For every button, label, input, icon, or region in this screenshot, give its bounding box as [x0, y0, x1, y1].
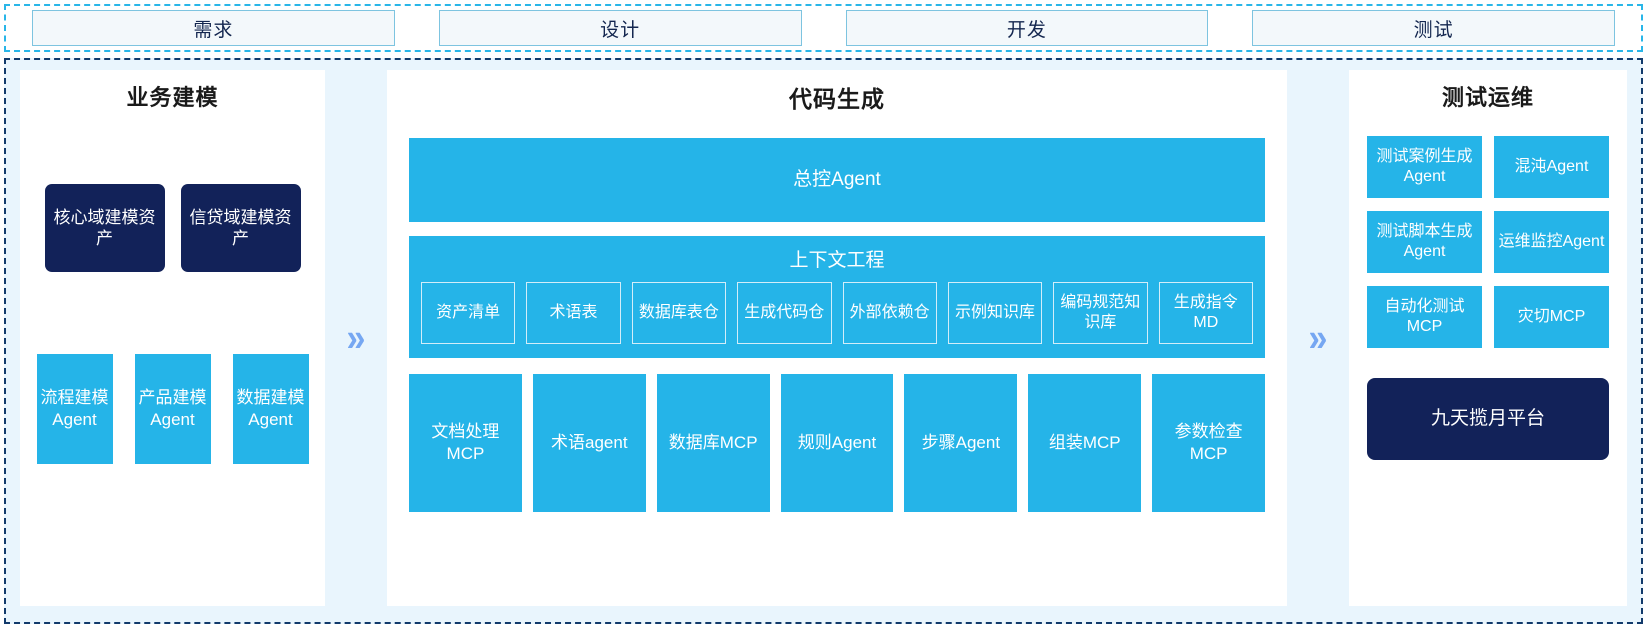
double-chevron-right-icon: »	[1308, 316, 1328, 360]
panel-title: 测试运维	[1441, 85, 1534, 110]
tool-card-label: 术语agent	[551, 433, 628, 453]
panel-test-operations: 测试运维 测试案例生成Agent 混沌Agent 测试脚本生成Agent 运维监…	[1349, 70, 1627, 606]
agent-card-data-modeling[interactable]: 数据建模Agent	[232, 354, 309, 464]
context-item-coding-standard-knowledge-base[interactable]: 编码规范知识库	[1053, 282, 1148, 344]
code-generation-body: 总控Agent 上下文工程 资产清单 术语表 数据库表仓 生成代码仓	[387, 120, 1287, 512]
context-item-generated-code-repo[interactable]: 生成代码仓	[737, 282, 832, 344]
tool-card-label: 规则Agent	[797, 433, 877, 453]
tool-card-label: 步骤Agent	[921, 433, 1001, 453]
platform-card-jiutian-lanyue[interactable]: 九天揽月平台	[1367, 378, 1609, 460]
agent-card-chaos[interactable]: 混沌Agent	[1494, 136, 1609, 198]
architecture-stage: 业务建模 核心域建模资产 信贷域建模资产 流程建模Agent 产品建模Agent…	[4, 58, 1643, 624]
context-item-label: 外部依赖仓	[849, 304, 930, 321]
agent-card-label: 测试案例生成Agent	[1376, 147, 1473, 185]
platform-card-label: 九天揽月平台	[1430, 408, 1545, 430]
tool-card-database-mcp[interactable]: 数据库MCP	[656, 374, 770, 512]
context-item-label: 术语表	[549, 304, 598, 321]
agent-card-test-script-generation[interactable]: 测试脚本生成Agent	[1367, 211, 1482, 273]
panel-business-modeling: 业务建模 核心域建模资产 信贷域建模资产 流程建模Agent 产品建模Agent…	[20, 70, 325, 606]
tool-card-step-agent[interactable]: 步骤Agent	[904, 374, 1018, 512]
phase-tab-label: 测试	[1413, 19, 1454, 41]
phase-tab-requirements[interactable]: 需求	[32, 10, 395, 46]
tools-row: 文档处理MCP 术语agent 数据库MCP 规则Agent 步骤Agent 组…	[409, 374, 1266, 512]
asset-card-credit-domain[interactable]: 信贷域建模资产	[180, 184, 301, 272]
agent-card-label: 混沌Agent	[1514, 157, 1589, 175]
context-item-example-knowledge-base[interactable]: 示例知识库	[947, 282, 1043, 344]
test-operations-grid: 测试案例生成Agent 混沌Agent 测试脚本生成Agent 运维监控Agen…	[1367, 136, 1609, 348]
agent-card-process-modeling[interactable]: 流程建模Agent	[36, 354, 113, 464]
tool-card-document-processing-mcp[interactable]: 文档处理MCP	[409, 374, 522, 512]
agent-card-disaster-switch-mcp[interactable]: 灾切MCP	[1494, 286, 1609, 348]
agent-card-ops-monitoring[interactable]: 运维监控Agent	[1494, 211, 1609, 273]
context-engineering-block: 上下文工程 资产清单 术语表 数据库表仓 生成代码仓 外部依赖仓	[409, 236, 1265, 358]
master-agent-bar[interactable]: 总控Agent	[409, 138, 1265, 222]
context-item-asset-inventory[interactable]: 资产清单	[421, 282, 516, 344]
tool-card-glossary-agent[interactable]: 术语agent	[532, 374, 646, 512]
tool-card-label: 文档处理MCP	[431, 422, 500, 463]
master-agent-label: 总控Agent	[793, 168, 881, 190]
flow-arrow-right: »	[1287, 70, 1349, 606]
agent-card-label: 测试脚本生成Agent	[1376, 222, 1473, 260]
agent-card-label: 运维监控Agent	[1498, 232, 1605, 250]
context-item-db-table-repo[interactable]: 数据库表仓	[631, 282, 727, 344]
panel-code-generation: 代码生成 总控Agent 上下文工程 资产清单 术语表 数据库表仓	[387, 70, 1287, 606]
tool-card-label: 参数检查MCP	[1174, 422, 1243, 463]
phase-tab-development[interactable]: 开发	[845, 10, 1209, 46]
test-operations-body: 测试案例生成Agent 混沌Agent 测试脚本生成Agent 运维监控Agen…	[1349, 118, 1627, 460]
context-item-external-dependency-repo[interactable]: 外部依赖仓	[842, 282, 937, 344]
asset-card-label: 信贷域建模资产	[189, 207, 292, 248]
agent-card-label: 自动化测试MCP	[1384, 297, 1465, 335]
context-item-label: 示例知识库	[955, 304, 1036, 321]
context-items-row: 资产清单 术语表 数据库表仓 生成代码仓 外部依赖仓 示例知	[421, 282, 1253, 344]
phase-tab-label: 设计	[600, 19, 641, 41]
context-item-label: 资产清单	[436, 304, 501, 321]
tool-card-label: 组装MCP	[1048, 433, 1121, 453]
agent-card-label: 数据建模Agent	[236, 388, 305, 429]
business-agents-row: 流程建模Agent 产品建模Agent 数据建模Agent	[20, 354, 325, 464]
flow-arrow-left: »	[325, 70, 387, 606]
asset-card-core-domain[interactable]: 核心域建模资产	[44, 184, 165, 272]
panel-title: 代码生成	[789, 86, 885, 112]
agent-card-label: 流程建模Agent	[40, 388, 109, 429]
context-item-generation-instruction-md[interactable]: 生成指令MD	[1158, 282, 1253, 344]
context-item-label: 数据库表仓	[638, 304, 719, 321]
context-engineering-title: 上下文工程	[789, 250, 885, 271]
asset-card-label: 核心域建模资产	[53, 207, 156, 248]
context-item-glossary[interactable]: 术语表	[526, 282, 621, 344]
panel-title: 业务建模	[126, 85, 219, 110]
context-item-label: 生成指令MD	[1173, 294, 1238, 331]
tool-card-parameter-check-mcp[interactable]: 参数检查MCP	[1152, 374, 1266, 512]
double-chevron-right-icon: »	[346, 316, 366, 360]
agent-card-automated-test-mcp[interactable]: 自动化测试MCP	[1367, 286, 1482, 348]
tool-card-assembly-mcp[interactable]: 组装MCP	[1028, 374, 1142, 512]
tool-card-rule-agent[interactable]: 规则Agent	[780, 374, 894, 512]
tool-card-label: 数据库MCP	[668, 433, 758, 453]
context-item-label: 编码规范知识库	[1060, 294, 1141, 331]
phase-tab-label: 需求	[193, 19, 234, 41]
phase-tab-label: 开发	[1006, 19, 1047, 41]
phase-tab-design[interactable]: 设计	[438, 10, 802, 46]
agent-card-label: 产品建模Agent	[138, 388, 207, 429]
phase-tab-testing[interactable]: 测试	[1252, 10, 1615, 46]
business-assets-row: 核心域建模资产 信贷域建模资产	[20, 184, 325, 272]
agent-card-product-modeling[interactable]: 产品建模Agent	[134, 354, 211, 464]
agent-card-test-case-generation[interactable]: 测试案例生成Agent	[1367, 136, 1482, 198]
context-item-label: 生成代码仓	[744, 304, 825, 321]
agent-card-label: 灾切MCP	[1517, 307, 1586, 325]
phase-bar: 需求 设计 开发 测试	[4, 4, 1643, 52]
